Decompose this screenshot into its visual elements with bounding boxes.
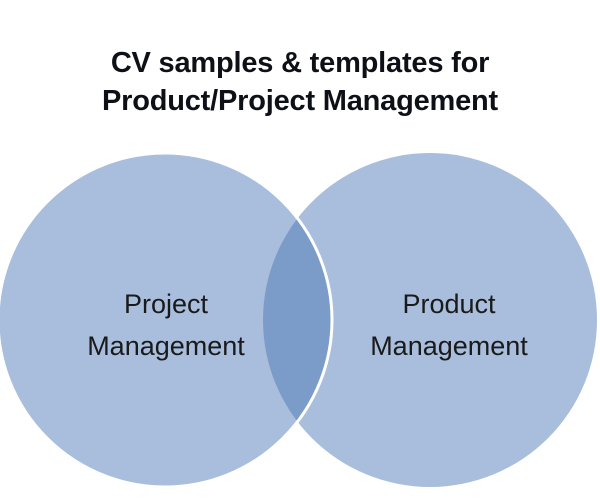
venn-label-right: Product Management — [318, 283, 580, 367]
title-line-1: CV samples & templates for — [110, 47, 490, 79]
venn-circle-left[interactable] — [0, 153, 332, 487]
venn-circle-right[interactable] — [263, 153, 597, 487]
page-title: CV samples & templates for Product/Proje… — [0, 44, 600, 120]
title-line-2: Product/Project Management — [101, 85, 499, 117]
venn-label-right-line2: Management — [370, 331, 528, 361]
venn-label-left-line2: Management — [87, 331, 245, 361]
venn-circle-left-outline — [0, 151, 334, 489]
venn-label-left-line1: Project — [123, 289, 209, 319]
venn-label-left: Project Management — [35, 283, 297, 367]
venn-label-right-line1: Product — [402, 289, 496, 319]
